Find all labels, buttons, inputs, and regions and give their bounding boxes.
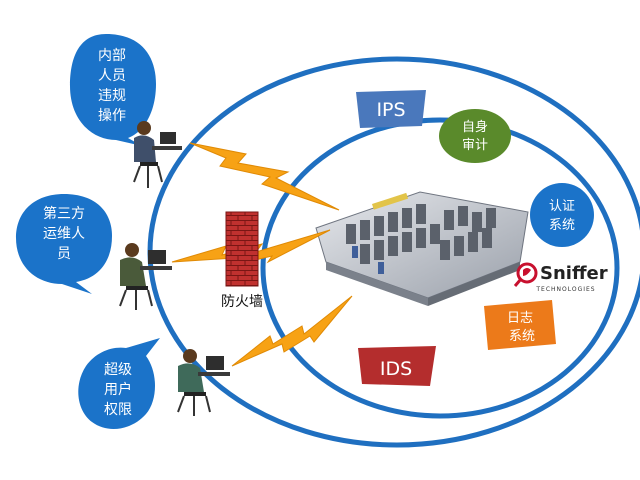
threat-super-user-line-3: 权限 [104,402,132,418]
sniffer-brand-tagline: TECHNOLOGIES [535,286,595,293]
speech-bubble [16,194,112,294]
inner-ring [260,117,620,419]
sniffer-logo-icon [513,262,538,287]
person-third-party-icon [119,243,172,310]
auth-node: 认证 系统 [530,183,594,247]
threat-third-party-line-3: 员 [57,246,71,262]
speech-bubble [70,34,156,146]
person-super-user-icon [177,349,230,416]
auth-line-2: 系统 [549,218,575,233]
sniffer-brand-name: Sniffer [540,263,608,284]
person-insider-icon [133,121,182,188]
threat-super-user: 超级 用户 权限 [78,338,160,429]
lightning-icon [231,295,353,367]
ids-label: IDS [380,358,412,380]
self-audit-line-2: 审计 [462,138,488,153]
threat-super-user-line-2: 用户 [104,381,132,398]
auth-line-1: 认证 [549,199,575,214]
server-room-illustration [315,191,529,306]
threat-insider-line-3: 违规 [98,88,126,104]
self-audit-node: 自身 审计 [439,109,511,163]
self-audit-line-1: 自身 [462,119,488,135]
lightning-icon [189,142,340,211]
threat-insider: 内部 人员 违规 操作 [70,34,156,146]
threat-third-party: 第三方 运维人 员 [16,194,112,294]
firewall: 防火墙 [221,211,263,310]
ips-label: IPS [376,99,405,121]
log-line-2: 系统 [509,329,535,344]
threat-third-party-line-2: 运维人 [43,226,85,242]
ips-box: IPS [356,90,426,128]
sniffer-logo: Sniffer TECHNOLOGIES [513,262,608,293]
threat-insider-line-1: 内部 [98,48,126,64]
threat-third-party-line-1: 第三方 [43,205,85,222]
log-node: 日志 系统 [484,300,556,350]
threat-super-user-line-1: 超级 [104,362,132,378]
speech-bubble [78,338,160,429]
threat-insider-line-4: 操作 [98,108,126,124]
ids-box: IDS [358,346,436,386]
firewall-icon [225,211,259,287]
firewall-label: 防火墙 [221,294,263,310]
log-line-1: 日志 [507,311,533,326]
threat-insider-line-2: 人员 [98,68,126,84]
